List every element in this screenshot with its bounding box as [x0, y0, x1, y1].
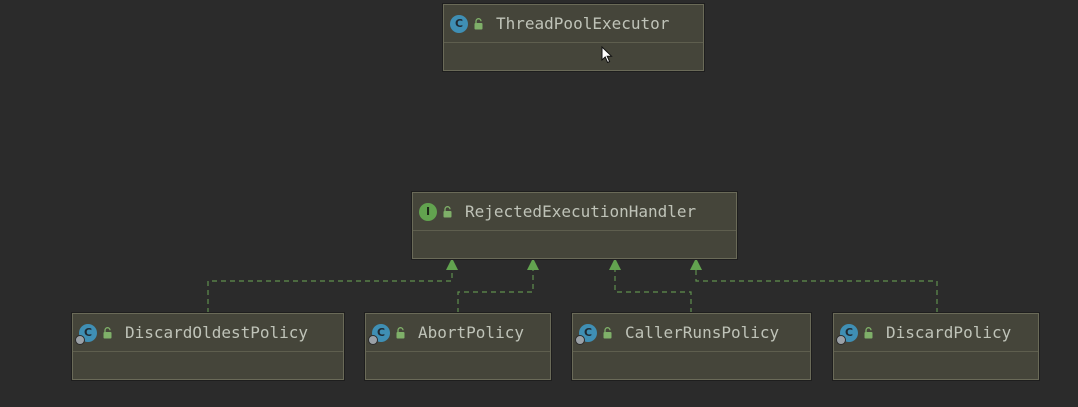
public-lock-icon	[443, 205, 452, 218]
arrowhead	[446, 258, 458, 270]
class-name: AbortPolicy	[418, 323, 524, 342]
node-abort-policy[interactable]: C AbortPolicy	[365, 313, 551, 380]
node-thread-pool-executor[interactable]: C ThreadPoolExecutor	[443, 4, 704, 71]
node-rejected-execution-handler[interactable]: I RejectedExecutionHandler	[412, 192, 737, 259]
edge-caller-runs-policy	[614, 268, 692, 313]
public-lock-icon	[474, 17, 483, 30]
static-marker-icon	[836, 334, 846, 345]
public-lock-icon	[396, 326, 405, 339]
node-header: C AbortPolicy	[366, 314, 550, 352]
static-class-icon: C	[836, 323, 858, 345]
edge-discard-policy	[695, 268, 938, 313]
interface-icon: I	[419, 202, 437, 221]
mouse-cursor-icon	[601, 46, 613, 64]
arrowhead	[609, 258, 621, 270]
node-discard-oldest-policy[interactable]: C DiscardOldestPolicy	[72, 313, 344, 380]
class-icon: C	[450, 14, 468, 33]
edge-abort-policy	[457, 268, 534, 313]
public-lock-icon	[864, 326, 873, 339]
node-header: C ThreadPoolExecutor	[444, 5, 703, 43]
public-lock-icon	[603, 326, 612, 339]
public-lock-icon	[103, 326, 112, 339]
node-caller-runs-policy[interactable]: C CallerRunsPolicy	[572, 313, 811, 380]
class-name: DiscardPolicy	[886, 323, 1012, 342]
edge-discard-oldest-policy	[207, 268, 453, 313]
arrowhead	[527, 258, 539, 270]
static-marker-icon	[368, 334, 378, 345]
node-header: I RejectedExecutionHandler	[413, 193, 736, 231]
class-name: CallerRunsPolicy	[625, 323, 780, 342]
static-class-icon: C	[575, 323, 597, 345]
node-header: C DiscardPolicy	[834, 314, 1038, 352]
static-marker-icon	[575, 334, 585, 345]
node-header: C CallerRunsPolicy	[573, 314, 810, 352]
node-discard-policy[interactable]: C DiscardPolicy	[833, 313, 1039, 380]
static-marker-icon	[75, 334, 85, 345]
static-class-icon: C	[368, 323, 390, 345]
interface-name: RejectedExecutionHandler	[465, 202, 697, 221]
node-header: C DiscardOldestPolicy	[73, 314, 343, 352]
arrowhead	[690, 258, 702, 270]
static-class-icon: C	[75, 323, 97, 345]
class-name: ThreadPoolExecutor	[496, 14, 670, 33]
class-name: DiscardOldestPolicy	[125, 323, 309, 342]
